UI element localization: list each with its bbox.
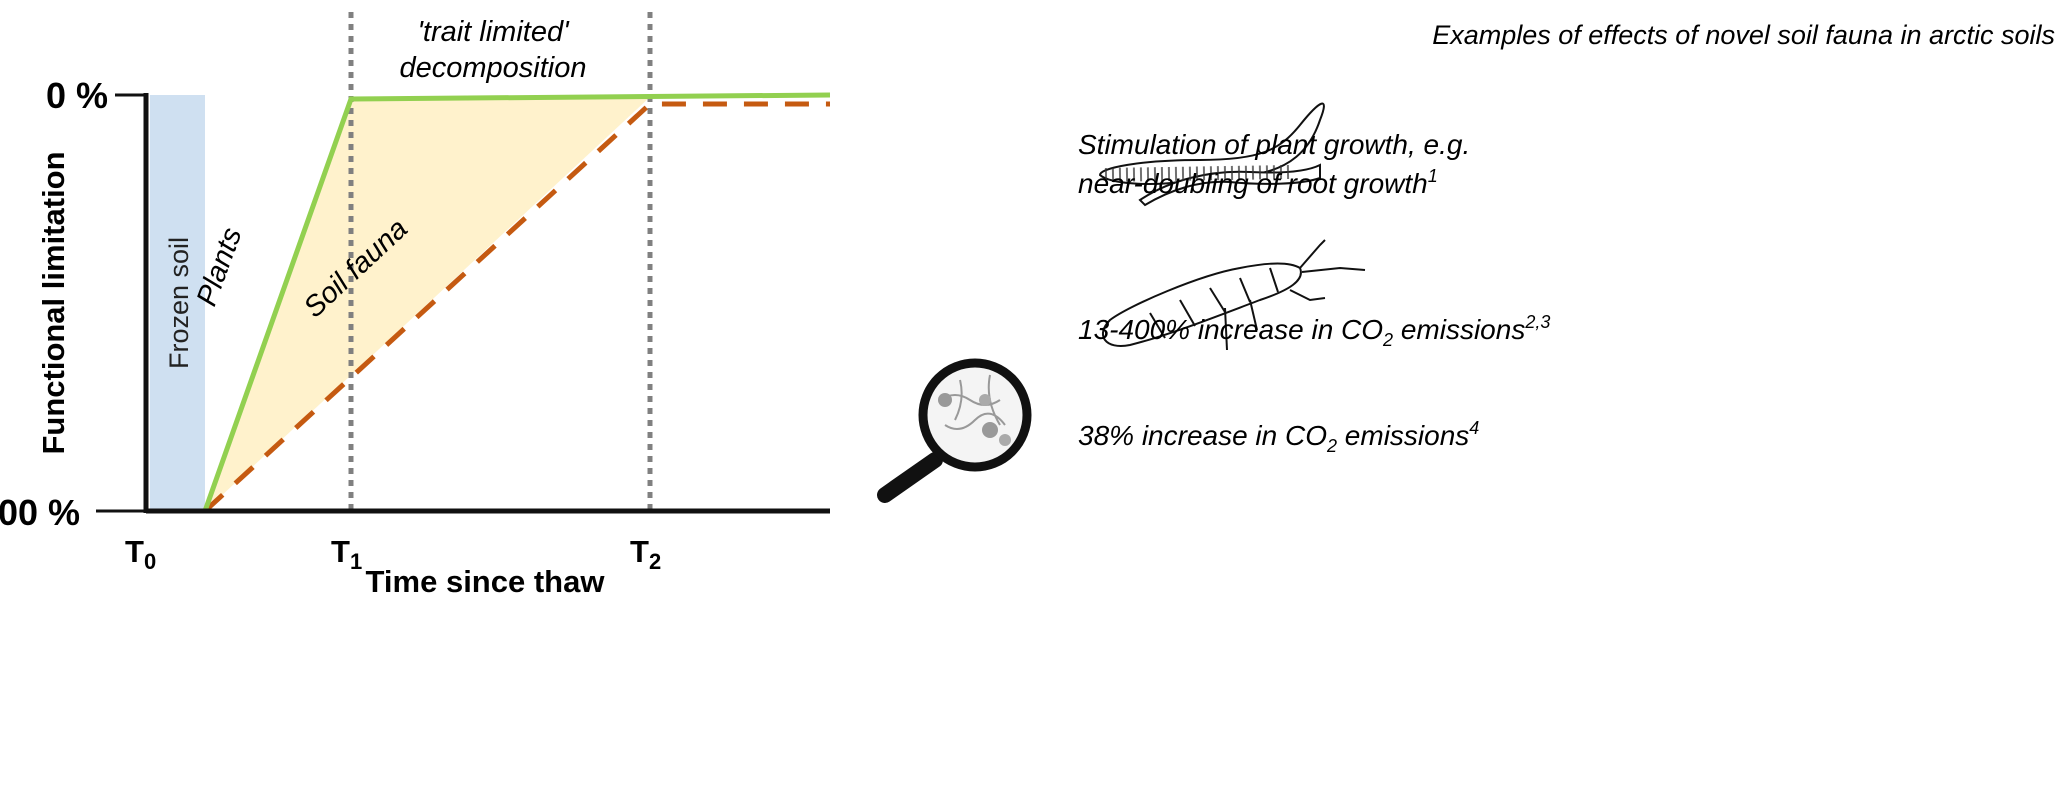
y-tick-label-0: 0 % xyxy=(46,75,108,116)
x-axis-label: Time since thaw xyxy=(366,564,606,599)
y-tick-label-100: 100 % xyxy=(0,492,80,533)
example-1-line1: Stimulation of plant growth, e.g. xyxy=(1078,129,1470,160)
earthworm-icon xyxy=(1098,102,1325,207)
frozen-soil-region xyxy=(150,95,205,511)
magnifier-microfauna-icon xyxy=(877,358,1032,503)
springtail-icon xyxy=(1101,239,1366,351)
x-tick-t1: T1 xyxy=(331,534,362,574)
example-2-text: 13-400% increase in CO2 emissions2,3 xyxy=(1078,312,1550,350)
example-1-line2: near-doubling of root growth1 xyxy=(1078,166,1438,199)
x-tick-t2: T2 xyxy=(630,534,661,574)
example-3-text: 38% increase in CO2 emissions4 xyxy=(1078,418,1479,456)
panel-title: Examples of effects of novel soil fauna … xyxy=(1432,20,2055,50)
trait-limited-label: 'trait limited' xyxy=(417,16,570,48)
frozen-soil-label: Frozen soil xyxy=(164,237,194,369)
y-axis-label: Functional limitation xyxy=(36,151,71,454)
plants-line xyxy=(202,92,831,512)
x-tick-t0: T0 xyxy=(125,534,156,574)
decomposition-label: decomposition xyxy=(400,52,587,84)
